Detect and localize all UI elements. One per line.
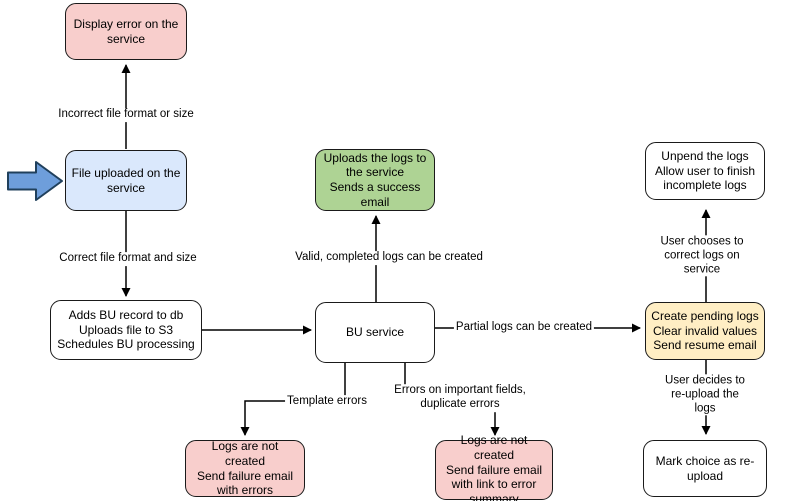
node-logs-not-created-link[interactable]: Logs are not created Send failure email … [435,433,553,501]
node-display-error[interactable]: Display error on the service [65,3,187,60]
node-unpend-logs[interactable]: Unpend the logs Allow user to finish inc… [645,142,765,200]
edge-label-incorrect-file: Incorrect file format or size [56,108,196,122]
node-bu-service[interactable]: BU service [315,302,435,363]
node-mark-choice-reupload[interactable]: Mark choice as re- upload [643,440,767,497]
edge-label-template-errors: Template errors [285,395,369,409]
edge-label-user-reuploads: User decides to re-upload the logs [657,374,753,416]
edge-label-correct-file: Correct file format and size [57,252,199,266]
edge-label-important-fields: Errors on important fields, duplicate er… [392,384,528,412]
input-arrow-icon [7,161,63,201]
node-logs-not-created-errors[interactable]: Logs are not created Send failure email … [185,439,305,497]
node-uploads-logs[interactable]: Uploads the logs to the service Sends a … [315,149,435,211]
edge-label-valid-completed: Valid, completed logs can be created [293,251,485,265]
node-file-uploaded[interactable]: File uploaded on the service [65,150,187,211]
node-adds-bu-record[interactable]: Adds BU record to db Uploads file to S3 … [50,300,202,360]
edge-label-user-corrects: User chooses to correct logs on service [652,235,752,277]
edge-label-partial-logs: Partial logs can be created [453,321,595,335]
node-create-pending-logs[interactable]: Create pending logs Clear invalid values… [645,302,765,360]
